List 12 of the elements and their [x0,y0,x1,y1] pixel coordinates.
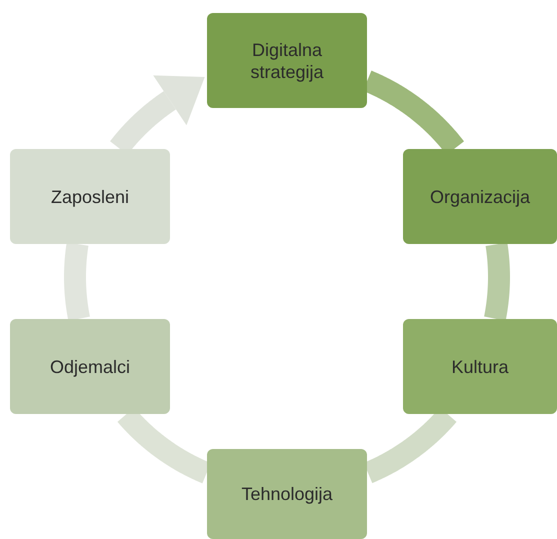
step-label: Organizacija [430,186,530,208]
step-box [207,13,367,108]
step-box [403,149,557,244]
step-label: Digitalna strategija [249,38,325,82]
step-label: Tehnologija [241,483,333,505]
step-label: Zaposleni [50,186,130,208]
step-label: Kultura [451,356,509,378]
step-box [403,319,557,414]
step-label: Odjemalci [50,356,130,378]
step-box [10,319,170,414]
step-box [207,449,367,539]
step-box [10,149,170,244]
